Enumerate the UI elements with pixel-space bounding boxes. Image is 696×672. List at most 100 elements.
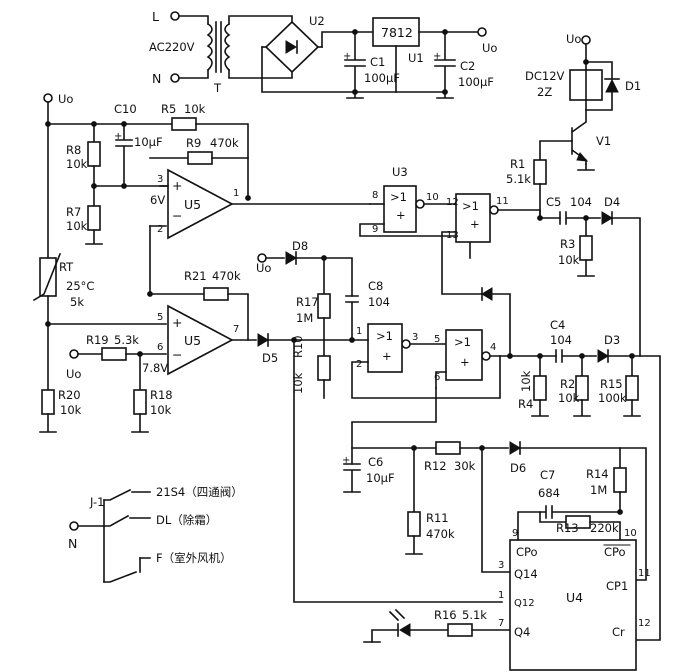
svg-text:6: 6 [157, 342, 163, 353]
r16-ref: R16 [434, 608, 457, 622]
r3-resistor [579, 235, 593, 261]
transformer-label: T [213, 81, 222, 95]
relay-supply-label: Uo [566, 32, 581, 46]
relay-driver: Uo DC12V 2Z D1 V1 R1 5.1k [506, 32, 641, 219]
d3-label: D3 [604, 333, 620, 347]
r1-value: 5.1k [506, 172, 531, 186]
r7-resistor [87, 205, 101, 231]
r2-ref: R2 [560, 377, 575, 391]
v1-label: V1 [596, 134, 611, 148]
svg-text:Q14: Q14 [514, 567, 538, 581]
r5-value: 10k [184, 102, 206, 116]
svg-text:+: + [396, 208, 406, 222]
r12-resistor [435, 441, 461, 455]
r4-resistor [533, 375, 547, 401]
r4-value: 10k [519, 370, 533, 392]
r17-ref: R17 [296, 295, 319, 309]
relay-coil-label: DC12V [525, 69, 565, 83]
r12-value: 30k [454, 459, 476, 473]
pulse-network-3: C4 104 D3 R4 10k R2 10k R15 100k [518, 318, 661, 641]
c6-ref: C6 [368, 455, 383, 469]
svg-text:+: + [342, 455, 350, 466]
rt-value: 5k [70, 295, 84, 309]
r11-ref: R11 [426, 511, 449, 525]
svg-text:+: + [343, 51, 351, 62]
c1-ref: C1 [370, 55, 385, 69]
r20-resistor [41, 389, 55, 415]
svg-text:9: 9 [512, 528, 518, 539]
r8-value: 10k [66, 157, 88, 171]
r1-resistor [533, 159, 547, 185]
d5-label: D5 [262, 351, 278, 365]
r1-ref: R1 [510, 157, 525, 171]
svg-text:>1: >1 [454, 335, 471, 349]
c7-value: 684 [538, 486, 560, 500]
r5-resistor [171, 117, 197, 131]
relay-coil-code: 2Z [537, 85, 552, 99]
svg-text:5: 5 [434, 334, 440, 345]
switch-f: F（室外风机） [156, 551, 232, 565]
supply-out-label: Uo [482, 41, 497, 55]
r4-ref: R4 [518, 397, 533, 411]
svg-text:−: − [172, 347, 182, 362]
c5-ref: C5 [546, 195, 561, 209]
opamp1-label: U5 [184, 197, 201, 212]
svg-text:5: 5 [157, 312, 163, 323]
c6-value: 10μF [366, 471, 395, 485]
svg-text:10: 10 [426, 192, 439, 203]
svg-text:+: + [382, 349, 392, 363]
d8-label: D8 [292, 239, 308, 253]
r9-value: 470k [210, 136, 239, 150]
svg-text:7: 7 [498, 618, 504, 629]
r13-ref: R13 [556, 521, 579, 535]
mains-l-label: L [152, 9, 159, 24]
d6-label: D6 [510, 461, 526, 475]
svg-text:Q4: Q4 [514, 625, 530, 639]
r20-ref: R20 [58, 388, 81, 402]
svg-text:13: 13 [446, 230, 459, 241]
svg-text:3: 3 [157, 174, 163, 185]
c10-value: 10μF [134, 135, 163, 149]
c4-ref: C4 [550, 318, 565, 332]
svg-text:CP1: CP1 [606, 579, 628, 593]
c1-value: 100μF [364, 71, 400, 85]
svg-text:6: 6 [434, 372, 440, 383]
mains-voltage-label: AC220V [149, 40, 195, 54]
pulse-network-2: Uo D8 R17 1M C8 104 10k R10 [256, 239, 503, 603]
u3-label: U3 [392, 165, 408, 179]
svg-text:8: 8 [372, 190, 378, 201]
r19-value: 5.3k [114, 333, 139, 347]
r7-ref: R7 [66, 205, 81, 219]
regulator-ref: U1 [408, 51, 424, 65]
timer-network: + C6 10μF R12 30k D6 R11 470k C7 684 R13… [342, 387, 647, 643]
r15-ref: R15 [600, 377, 623, 391]
svg-text:Q12: Q12 [514, 598, 535, 609]
r10-resistor [317, 355, 331, 381]
sensor-supply-label: Uo [58, 92, 73, 106]
svg-text:11: 11 [638, 568, 651, 579]
r13-value: 220k [590, 521, 619, 535]
c4-value: 104 [550, 333, 572, 347]
svg-text:12: 12 [638, 618, 651, 629]
svg-text:+: + [114, 131, 122, 142]
r21-resistor [203, 287, 229, 301]
v2-voltage: 7.8V [142, 361, 168, 375]
r8-ref: R8 [66, 143, 81, 157]
svg-text:>1: >1 [390, 190, 407, 204]
sensor-network: Uo R5 10k + C10 10μF R8 10k R7 10k R9 47… [32, 92, 249, 433]
svg-text:−: − [172, 208, 182, 223]
svg-text:1: 1 [233, 188, 239, 199]
r16-resistor [447, 623, 473, 637]
r18-ref: R18 [150, 388, 173, 402]
r14-resistor [613, 467, 627, 493]
r11-value: 470k [426, 527, 455, 541]
regulator-label: 7812 [381, 25, 413, 40]
svg-text:+: + [460, 355, 470, 369]
svg-text:11: 11 [496, 196, 509, 207]
r21-ref: R21 [184, 269, 207, 283]
r14-ref: R14 [586, 467, 609, 481]
d4-label: D4 [604, 195, 620, 209]
r2-value: 10k [558, 391, 580, 405]
svg-text:+: + [433, 51, 441, 62]
